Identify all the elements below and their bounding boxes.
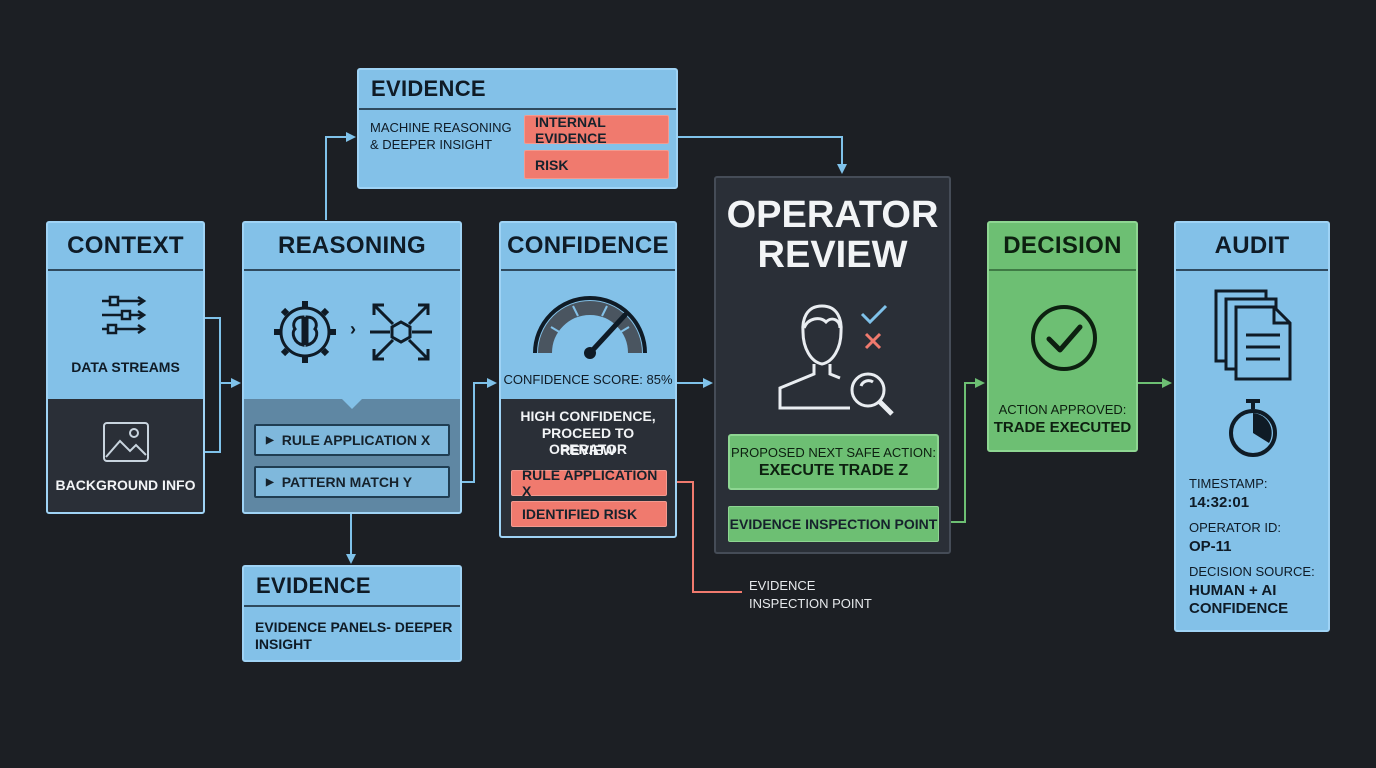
pattern-match-y-item[interactable]: ▶ PATTERN MATCH Y <box>254 466 450 498</box>
inspection-note-2: INSPECTION POINT <box>749 596 872 611</box>
evidence-bottom-title: EVIDENCE <box>244 567 460 607</box>
inspection-note-1: EVIDENCE <box>749 578 816 593</box>
brain-gear-icon <box>274 301 336 363</box>
evidence-bottom-text-2: INSIGHT <box>255 636 312 652</box>
caret-right-icon: ▶ <box>266 476 274 488</box>
context-panel: CONTEXT DATA STREAMS BACKGROUND INFO <box>46 221 205 514</box>
proposed-action-label: PROPOSED NEXT SAFE ACTION: <box>731 445 936 460</box>
operator-review-title-1: OPERATOR <box>726 194 939 236</box>
decision-source-value-1: HUMAN + AI <box>1189 582 1277 599</box>
connector-operator-decision <box>940 378 985 523</box>
reasoning-panel: REASONING › ▶ RULE APPLICATIO <box>242 221 462 514</box>
connector-context-reasoning <box>205 317 239 453</box>
background-info-label: BACKGROUND INFO <box>55 477 196 493</box>
rule-application-x-label: RULE APPLICATION X <box>281 432 431 448</box>
image-icon <box>103 422 149 462</box>
proposed-action-box[interactable]: PROPOSED NEXT SAFE ACTION: EXECUTE TRADE… <box>728 434 939 490</box>
audit-panel: AUDIT TIMESTAMP: 14:32:01 OPERATOR ID: O… <box>1174 221 1330 632</box>
connector-rule-inspection-note <box>666 481 742 593</box>
checkmark-circle-icon <box>1031 305 1097 371</box>
operator-inspect-icon <box>778 304 894 416</box>
data-streams-icon <box>102 295 147 335</box>
confidence-message-2: PROCEED TO OPERATOR <box>541 425 635 457</box>
connector-evidence-operator <box>678 136 847 174</box>
confidence-title: CONFIDENCE <box>501 223 675 271</box>
decision-line-2: TRADE EXECUTED <box>993 419 1132 436</box>
rule-application-tag[interactable]: RULE APPLICATION X <box>511 467 667 499</box>
rule-application-x-item[interactable]: ▶ RULE APPLICATION X <box>254 424 450 456</box>
operator-review-title-2: REVIEW <box>757 234 908 276</box>
timestamp-value: 14:32:01 <box>1189 494 1250 511</box>
chevron-right-icon: › <box>350 319 356 339</box>
proposed-action-value: EXECUTE TRADE Z <box>758 462 909 479</box>
caret-right-icon: ▶ <box>266 434 274 446</box>
decision-title: DECISION <box>989 223 1136 271</box>
internal-evidence-tag[interactable]: INTERNAL EVIDENCE <box>524 114 669 146</box>
confidence-score: CONFIDENCE SCORE: 85% <box>503 372 673 387</box>
evidence-top-text-1: MACHINE REASONING <box>370 120 512 135</box>
evidence-inspection-button[interactable]: EVIDENCE INSPECTION POINT <box>728 506 939 542</box>
identified-risk-tag[interactable]: IDENTIFIED RISK <box>511 501 667 527</box>
pattern-match-y-label: PATTERN MATCH Y <box>281 474 413 490</box>
evidence-bottom-panel: EVIDENCE EVIDENCE PANELS- DEEPER INSIGHT <box>242 565 462 662</box>
evidence-bottom-text-1: EVIDENCE PANELS- DEEPER <box>255 619 453 635</box>
stopwatch-icon <box>1229 399 1277 457</box>
operator-id-value: OP-11 <box>1189 538 1232 555</box>
confidence-message-1: HIGH CONFIDENCE, <box>520 408 656 424</box>
data-streams-label: DATA STREAMS <box>71 359 180 375</box>
audit-title: AUDIT <box>1176 223 1328 271</box>
reasoning-title: REASONING <box>244 223 460 271</box>
decision-panel: DECISION ACTION APPROVED: TRADE EXECUTED <box>987 221 1138 452</box>
decision-source-value-2: CONFIDENCE <box>1189 600 1289 617</box>
risk-tag[interactable]: RISK <box>524 150 669 179</box>
context-title: CONTEXT <box>48 223 203 271</box>
evidence-top-title: EVIDENCE <box>359 70 676 110</box>
evidence-top-panel: EVIDENCE MACHINE REASONING & DEEPER INSI… <box>357 68 678 189</box>
confidence-message-3: REVIEW <box>560 442 616 458</box>
operator-review-panel: OPERATOR REVIEW PROPOSED NEXT SAFE ACTIO… <box>714 176 951 554</box>
decision-line-1: ACTION APPROVED: <box>998 402 1127 417</box>
confidence-panel: CONFIDENCE CONFIDENCE SCORE: 85% HIGH CO… <box>499 221 677 538</box>
section-pointer <box>342 399 362 409</box>
decision-source-label: DECISION SOURCE: <box>1189 564 1315 579</box>
evidence-top-text-2: & DEEPER INSIGHT <box>370 137 493 152</box>
connector-reasoning-evidence-top <box>325 132 356 220</box>
documents-icon <box>1214 289 1292 381</box>
timestamp-label: TIMESTAMP: <box>1189 476 1268 491</box>
background-info-section <box>48 399 203 512</box>
gauge-icon <box>533 296 647 359</box>
operator-id-label: OPERATOR ID: <box>1189 520 1281 535</box>
network-hub-icon <box>370 303 432 361</box>
